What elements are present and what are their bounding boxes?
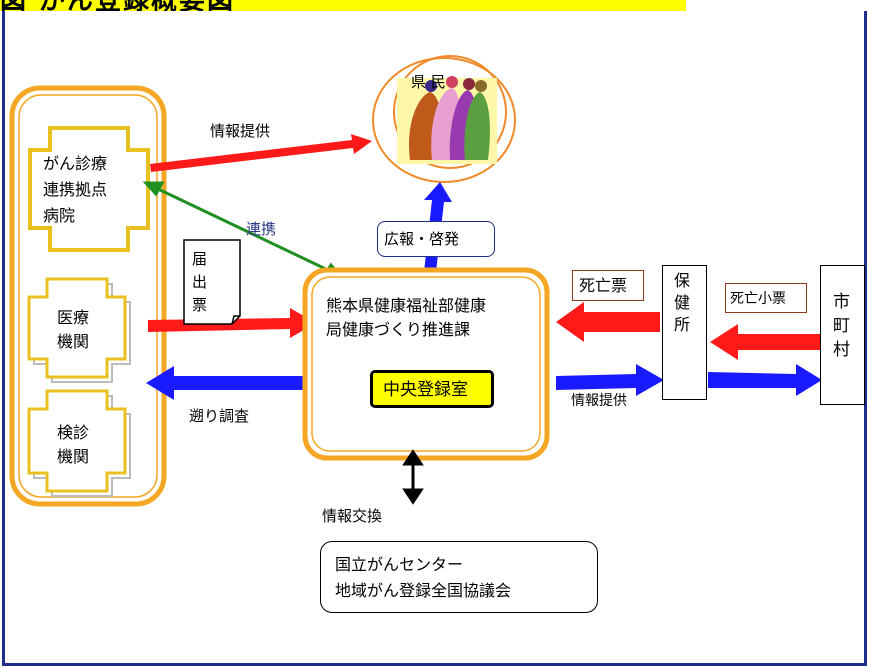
death-ticket-box: 死亡票 — [572, 270, 644, 301]
info-exchange-label: 情報交換 — [322, 507, 383, 525]
health-center-box: 保 健 所 — [662, 265, 707, 400]
death-ticket-label: 死亡票 — [579, 276, 628, 295]
cross-shape-screening — [27, 389, 131, 497]
renkei-arrow — [142, 181, 344, 278]
notification-slip-label: 届 出 票 — [192, 250, 208, 314]
followup-label: 遡り調査 — [189, 407, 250, 425]
municipality-label: 市 町 村 — [833, 292, 850, 360]
hospital-group-frame — [9, 85, 167, 507]
pr-box-label: 広報・啓発 — [384, 230, 460, 248]
info-provision-arrow — [150, 134, 372, 172]
medical-institution-label: 医療 機関 — [57, 308, 90, 351]
cancer-center-label: がん診療 連携拠点 病院 — [43, 154, 108, 225]
diagram-title: 図 がん登録概要図 — [0, 0, 235, 11]
cross-shape-medical — [27, 277, 131, 383]
national-center-box: 国立がんセンター 地域がん登録全国協議会 — [320, 541, 598, 613]
death-small-ticket-label: 死亡小票 — [730, 291, 786, 307]
info-provision-top-label: 情報提供 — [210, 122, 271, 140]
followup-arrow — [146, 366, 316, 400]
health-center-label: 保 健 所 — [674, 271, 691, 334]
citizens-illustration — [372, 55, 516, 183]
info-exchange-arrow — [402, 449, 424, 505]
death-ticket-arrow — [556, 302, 660, 342]
pr-box: 広報・啓発 — [377, 221, 495, 257]
death-small-ticket-box: 死亡小票 — [725, 283, 807, 313]
title-bar: 図 がん登録概要図 — [0, 0, 686, 11]
notification-slip-shape — [183, 239, 241, 325]
info-provision-municipality-arrow — [708, 364, 822, 396]
center-org-label: 熊本県健康福祉部健康 局健康づくり推進課 — [326, 296, 487, 339]
cross-shape-cancer-center — [28, 126, 150, 252]
death-small-ticket-arrow — [710, 324, 820, 360]
municipality-box: 市 町 村 — [820, 265, 865, 405]
info-provision-right-label: 情報提供 — [571, 393, 627, 409]
screening-institution-label: 検診 機関 — [57, 423, 90, 466]
central-registry-label: 中央登録室 — [383, 380, 468, 400]
renkei-label: 連携 — [246, 220, 277, 238]
national-center-label: 国立がんセンター 地域がん登録全国協議会 — [335, 555, 512, 600]
central-registry-box: 中央登録室 — [370, 370, 494, 408]
diagram-frame — [2, 11, 867, 666]
citizens-label: 県 民 — [411, 73, 446, 91]
info-provision-right-arrow — [556, 364, 664, 396]
center-box-frame — [302, 267, 550, 461]
